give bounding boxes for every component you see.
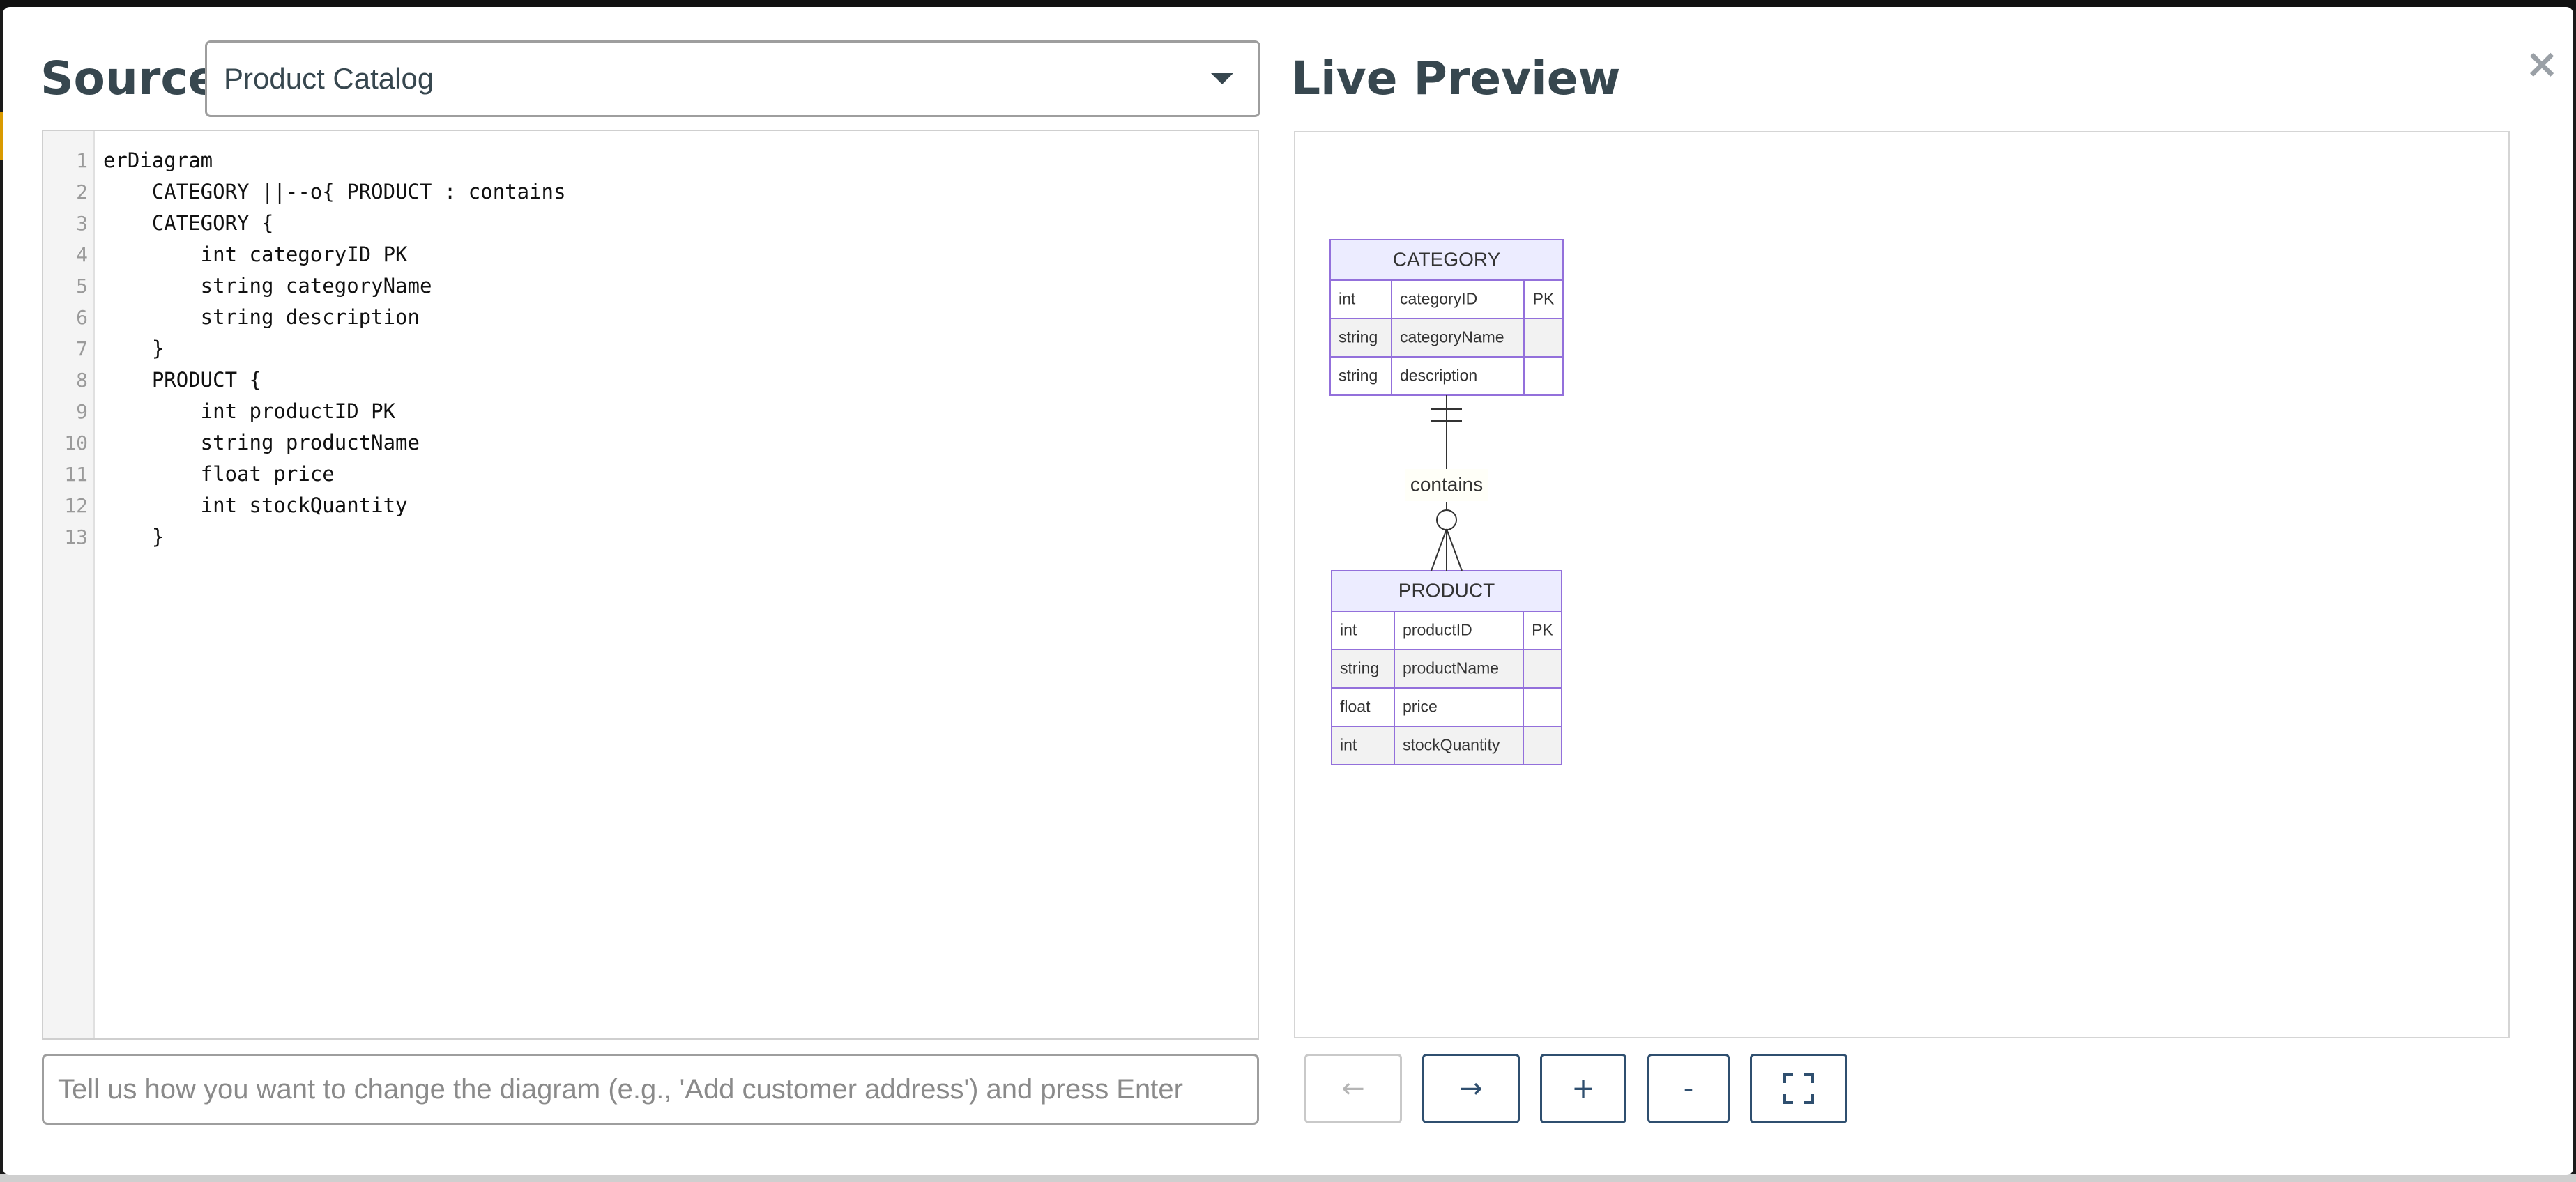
fit-screen-icon: [1783, 1073, 1814, 1104]
line-number: 8: [76, 369, 88, 392]
attribute-type: float: [1340, 698, 1371, 716]
er-diagram: CATEGORY int categoryID PK string categoryNam…: [1329, 239, 1564, 765]
line-number: 5: [76, 275, 88, 298]
attribute-type: string: [1339, 367, 1378, 385]
attribute-type: int: [1339, 290, 1356, 308]
code-line: PRODUCT {: [103, 368, 261, 392]
attribute-type-cell: [1331, 726, 1395, 765]
many-marker: [1446, 528, 1463, 571]
relationship-label-bg: [1405, 469, 1488, 501]
code-line: CATEGORY {: [103, 211, 274, 235]
line-number: 12: [64, 494, 88, 517]
entity-header: [1329, 239, 1564, 281]
code-line: }: [103, 525, 165, 548]
change-request-input[interactable]: [42, 1054, 1259, 1125]
attribute-name: productName: [1403, 659, 1499, 677]
attribute-key: PK: [1532, 621, 1553, 639]
line-number: 3: [76, 212, 88, 235]
attribute-name-cell: [1391, 356, 1525, 396]
live-preview-heading: Live Preview: [1291, 52, 1621, 105]
attribute-key-cell: [1523, 687, 1562, 727]
attribute-type: int: [1340, 736, 1357, 754]
entity-name: PRODUCT: [1398, 579, 1495, 601]
attribute-type-cell: [1329, 318, 1392, 358]
forward-button[interactable]: →: [1422, 1054, 1520, 1123]
zoom-out-button[interactable]: -: [1647, 1054, 1730, 1123]
attribute-name-cell: [1391, 318, 1525, 358]
code-line: erDiagram: [103, 148, 213, 172]
code-line: CATEGORY ||--o{ PRODUCT : contains: [103, 180, 566, 204]
chevron-down-icon: [1211, 73, 1233, 84]
zero-marker: [1436, 509, 1457, 530]
attribute-name-cell: [1394, 611, 1524, 650]
attribute-key-cell: [1523, 318, 1564, 358]
code-line: string description: [103, 305, 420, 329]
attribute-name-cell: [1391, 279, 1525, 319]
entity-name: CATEGORY: [1393, 248, 1501, 270]
relationship-label: contains: [1410, 473, 1483, 495]
attribute-key-cell: [1523, 356, 1564, 396]
line-number: 4: [76, 243, 88, 266]
zoom-in-button[interactable]: +: [1540, 1054, 1626, 1123]
attribute-key-cell: [1523, 726, 1562, 765]
many-marker: [1431, 528, 1447, 571]
attribute-name: price: [1403, 698, 1438, 716]
attribute-type: string: [1340, 659, 1379, 677]
line-number: 11: [64, 463, 88, 486]
code-line: string categoryName: [103, 274, 432, 298]
attribute-type-cell: [1329, 356, 1392, 396]
code-line: float price: [103, 462, 335, 486]
background-bottom-band: [0, 1174, 2576, 1182]
line-number: 6: [76, 306, 88, 329]
line-number: 10: [64, 431, 88, 454]
code-line: int stockQuantity: [103, 493, 408, 517]
attribute-type: string: [1339, 328, 1378, 346]
attribute-key: PK: [1533, 290, 1555, 308]
attribute-key-cell: [1523, 611, 1562, 650]
source-heading: Source: [40, 52, 220, 105]
fit-screen-button[interactable]: [1750, 1054, 1847, 1123]
attribute-name: description: [1400, 367, 1477, 385]
diagram-select-value: Product Catalog: [224, 62, 434, 95]
live-preview-canvas[interactable]: CATEGORY int categoryID PK string categoryNam…: [1294, 131, 2510, 1038]
back-button[interactable]: ←: [1304, 1054, 1402, 1123]
code-line: int categoryID PK: [103, 243, 408, 266]
code-line: int productID PK: [103, 399, 396, 423]
code-line: string productName: [103, 431, 420, 454]
line-number: 2: [76, 181, 88, 204]
line-number: 13: [64, 525, 88, 548]
line-number: 9: [76, 400, 88, 423]
attribute-name: productID: [1403, 621, 1472, 639]
code-line: }: [103, 337, 165, 360]
line-number: 1: [76, 149, 88, 172]
attribute-type: int: [1340, 621, 1357, 639]
attribute-name: categoryID: [1400, 290, 1477, 308]
attribute-name: stockQuantity: [1403, 736, 1500, 754]
close-icon[interactable]: ×: [2524, 40, 2559, 87]
line-number: 7: [76, 337, 88, 360]
attribute-name: categoryName: [1400, 328, 1504, 346]
attribute-key-cell: [1523, 649, 1562, 689]
diagram-select[interactable]: Product Catalog: [205, 40, 1260, 117]
